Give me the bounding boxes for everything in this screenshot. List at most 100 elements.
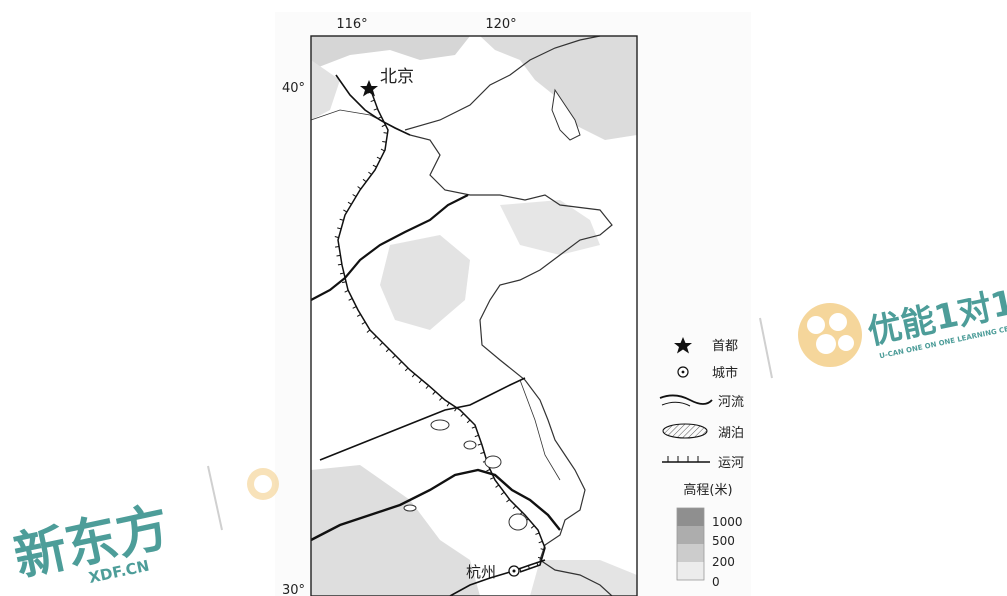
legend-label-river: 河流 [718, 395, 744, 410]
canal-tick [335, 245, 340, 248]
canal-tick [480, 451, 485, 455]
canal-tick [500, 491, 505, 496]
canal-tick [357, 186, 362, 190]
elevation-label-1000: 1000 [712, 515, 743, 529]
legend-label-lake: 湖泊 [718, 426, 744, 441]
elevation-swatch-500 [677, 526, 704, 544]
canal-tick [425, 385, 429, 389]
canal-tick [372, 164, 377, 168]
elevation-label-0: 0 [712, 575, 720, 589]
legend-river-icon [659, 394, 713, 405]
watermark-divider [207, 465, 223, 531]
city-dot-center [512, 569, 516, 573]
river-yellow [310, 194, 469, 301]
watermark-flower-icon [247, 468, 279, 500]
canal-tick [538, 540, 543, 544]
canal-tick [337, 263, 342, 266]
latitude-label-30: 30° [282, 583, 305, 596]
elevation-label-200: 200 [712, 555, 735, 569]
canal-ticks [334, 91, 545, 572]
lake-hongze [484, 455, 502, 469]
legend-label-canal: 运河 [718, 456, 744, 471]
canal-tick [344, 290, 349, 293]
coastline [409, 134, 613, 596]
canal-tick [361, 321, 366, 325]
canal-tick [348, 298, 353, 301]
lake-tai [508, 513, 528, 531]
river-huaihe [319, 377, 526, 461]
canal-tick [362, 178, 367, 183]
longitude-label-116: 116° [336, 17, 367, 32]
canal-tick [380, 148, 385, 152]
river-haihe [335, 74, 411, 136]
canal-tick [356, 313, 361, 317]
canal-tick [373, 108, 378, 111]
map-legend: 首都 城市 河流 湖泊 运河 高程(米) 1000 500 200 0 [659, 337, 744, 589]
canal-tick [381, 124, 386, 128]
watermark-xdf: 新东方 XDF.CN [9, 465, 279, 588]
map-frame [310, 35, 638, 596]
canal-tick [506, 499, 510, 503]
terrain-north [311, 36, 470, 70]
canal-tick [339, 272, 345, 275]
legend-lake-icon [662, 423, 708, 439]
canal-tick [490, 477, 495, 480]
canal-tick [540, 548, 545, 551]
canal-tick [377, 116, 382, 120]
canal-tick [527, 564, 530, 569]
canal-tick [385, 348, 390, 353]
legend-elevation-title: 高程(米) [683, 482, 732, 498]
terrain-peninsula [500, 200, 600, 255]
canal-tick [432, 391, 436, 395]
canal-tick [446, 402, 450, 407]
elevation-swatch-1000 [677, 508, 704, 526]
canal-tick [530, 525, 535, 529]
canal-tick [519, 567, 522, 572]
canal-tick [342, 281, 347, 284]
canal-tick [337, 227, 342, 230]
watermark-divider-right [759, 317, 773, 379]
canal-tick [404, 367, 409, 372]
latitude-label-40: 40° [282, 81, 305, 96]
canal-tick [347, 201, 352, 205]
canal-tick [352, 194, 357, 197]
grand-canal [337, 87, 546, 573]
canal-tick [352, 306, 357, 309]
elevation-swatch-0 [677, 562, 704, 580]
terrain-northeast [480, 36, 637, 140]
terrain-south [311, 465, 480, 596]
coastline-north [404, 35, 601, 131]
canal-tick [366, 329, 371, 333]
river-qiantang [449, 559, 546, 596]
canal-tick [336, 254, 341, 257]
legend-star-icon [674, 337, 692, 354]
lake-weishan [430, 419, 450, 431]
lake-luoma [463, 440, 477, 450]
canal-tick [535, 532, 540, 535]
terrain-shandong-hills [380, 235, 470, 330]
legend-canal-ticks [667, 456, 699, 462]
canal-tick [477, 443, 482, 446]
canal-tick [392, 354, 396, 359]
canal-tick [537, 556, 543, 559]
watermark-logo-icon [798, 303, 862, 367]
canal-tick [471, 426, 476, 429]
capital-star-icon [360, 80, 378, 97]
liaodong-peninsula [551, 88, 581, 141]
canal-tick [454, 407, 458, 412]
legend-city-dot-center [681, 370, 685, 374]
map-panel [310, 35, 638, 596]
lake-chao [403, 504, 417, 512]
canal-tick [536, 561, 539, 566]
terrain-southeast [530, 560, 637, 596]
watermark-ucan: 优能1对1 U-CAN ONE ON ONE LEARNING CENTER [759, 283, 1007, 379]
canal-tick [370, 99, 375, 103]
canal-tick [383, 132, 388, 134]
canal-tick [334, 236, 339, 239]
canal-tick [398, 361, 403, 365]
legend-label-capital: 首都 [712, 339, 738, 354]
legend-river-icon-branch [661, 401, 691, 407]
canal-tick [439, 397, 443, 401]
canal-tick [339, 218, 344, 221]
